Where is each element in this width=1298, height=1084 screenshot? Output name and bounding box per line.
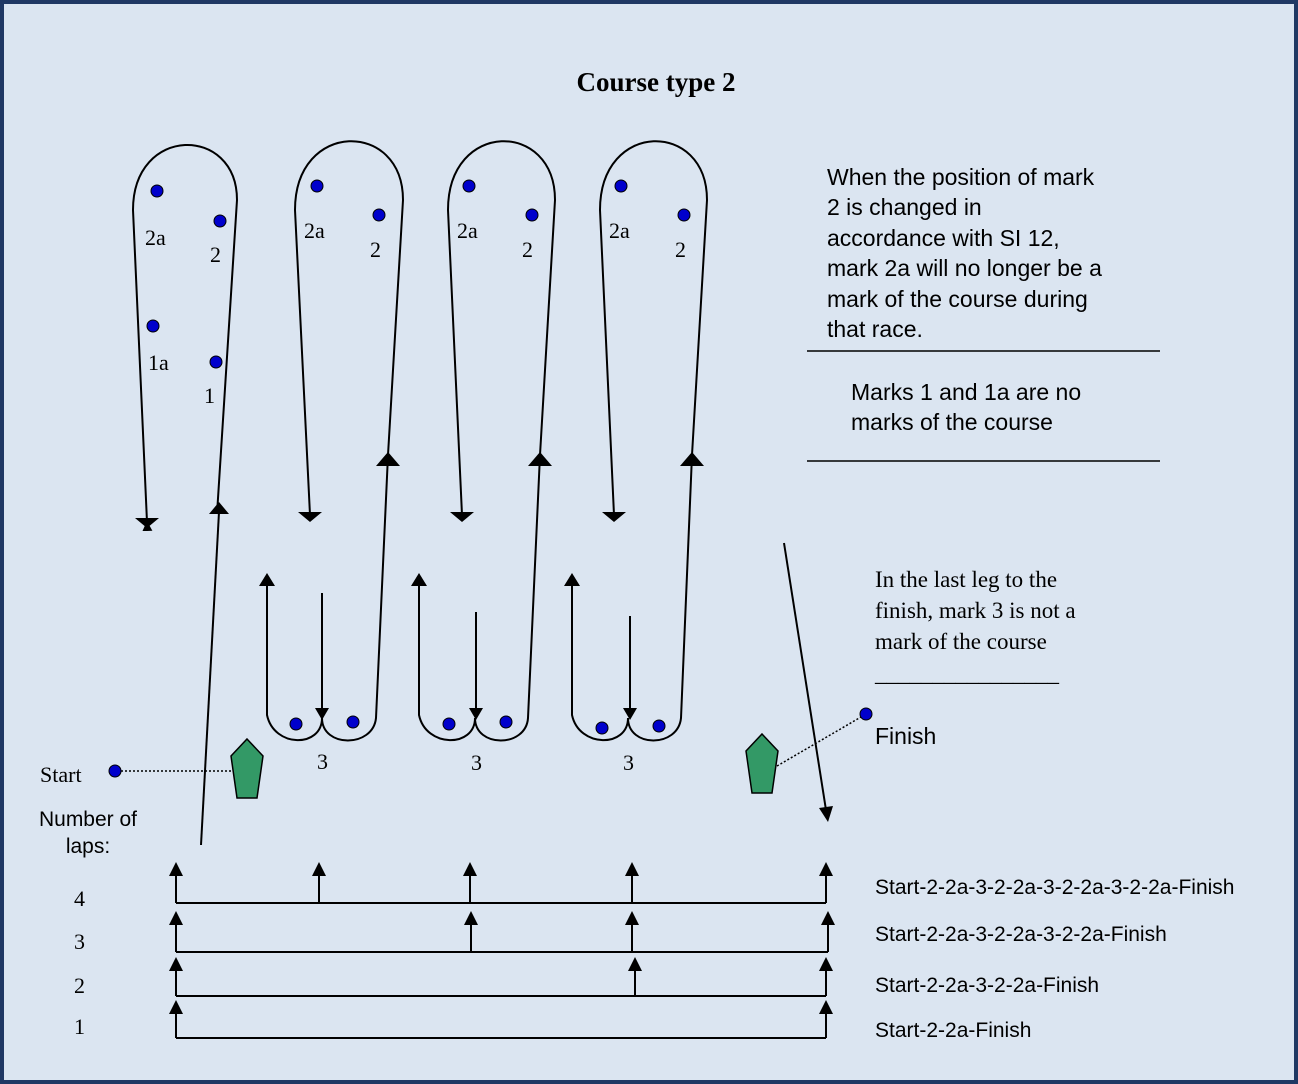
gates	[266, 454, 693, 742]
mark-3-right-dot	[499, 715, 513, 729]
mark-label-2a: 2a	[457, 218, 478, 243]
mark-label-3: 3	[317, 749, 328, 774]
mark-2a-dot	[310, 179, 324, 193]
note-mark-2a: When the position of mark 2 is changed i…	[827, 164, 1102, 343]
mark-label-2a: 2a	[304, 218, 325, 243]
laps-number: 2	[74, 973, 85, 998]
course-sequence: Start-2-2a-3-2-2a-3-2-2a-3-2-2a-Finish	[875, 876, 1234, 899]
mark-label-1a: 1a	[148, 350, 169, 375]
mark-1a-dot	[146, 319, 160, 333]
mark-2-dot	[677, 208, 691, 222]
mark-2-dot	[372, 208, 386, 222]
diagram-title: Course type 2	[577, 67, 736, 97]
laps-number: 4	[74, 886, 85, 911]
finish-label: Finish	[875, 723, 936, 749]
gate-arrowheads	[259, 573, 637, 720]
mark-label-1: 1	[204, 383, 215, 408]
finish-leg	[783, 542, 827, 811]
finish-pin-dot	[859, 707, 873, 721]
mark-label-3: 3	[471, 750, 482, 775]
course-sequence: Start-2-2a-3-2-2a-Finish	[875, 974, 1099, 997]
start-committee-boat	[230, 737, 264, 799]
finish-line	[776, 716, 862, 767]
loop-3	[446, 140, 557, 516]
note-last-leg-underline: ________________	[875, 661, 1059, 686]
start-finish-legs	[200, 511, 827, 846]
mark-label-2: 2	[210, 242, 221, 267]
mark-3-right-dot	[346, 715, 360, 729]
gate-2	[418, 454, 541, 742]
finish-committee-boat	[745, 732, 779, 794]
mark-3-left-dot	[289, 717, 303, 731]
mark-label-2a: 2a	[145, 225, 166, 250]
mark-2a-dot	[462, 179, 476, 193]
loop-4	[598, 140, 709, 516]
gate-1	[266, 454, 389, 742]
start-label: Start	[40, 762, 82, 787]
gate-3	[571, 454, 693, 742]
mark-label-2: 2	[675, 237, 686, 262]
mark-3-right-dot	[652, 719, 666, 733]
mark-label-3: 3	[623, 750, 634, 775]
laps-number: 3	[74, 929, 85, 954]
upwind-loops	[131, 140, 709, 532]
mark-3-left-dot	[442, 717, 456, 731]
finish-leg-arrowhead	[819, 806, 833, 822]
loop-1	[131, 143, 239, 532]
mark-2-dot	[213, 214, 227, 228]
loop-2	[293, 140, 405, 516]
laps-arrowheads	[169, 862, 835, 1014]
laps-diagram	[175, 868, 829, 1039]
mark-2a-dot	[150, 184, 164, 198]
mark-label-2: 2	[370, 237, 381, 262]
mark-3-left-dot	[595, 721, 609, 735]
start-leg	[200, 511, 220, 846]
committee-boats	[230, 732, 779, 799]
laps-header: Number of laps:	[38, 808, 138, 858]
mark-1-dot	[209, 355, 223, 369]
note-marks-1-1a: Marks 1 and 1a are no marks of the cours…	[851, 379, 1082, 436]
marks	[108, 179, 873, 778]
mark-label-2a: 2a	[609, 218, 630, 243]
mark-2a-dot	[614, 179, 628, 193]
mark-2-dot	[525, 208, 539, 222]
note-last-leg: In the last leg to the finish, mark 3 is…	[875, 567, 1076, 654]
laps-number: 1	[74, 1014, 85, 1039]
course-sequence: Start-2-2a-Finish	[875, 1019, 1031, 1042]
mark-label-2: 2	[522, 237, 533, 262]
course-sequence: Start-2-2a-3-2-2a-3-2-2a-Finish	[875, 923, 1167, 946]
start-pin-dot	[108, 764, 122, 778]
